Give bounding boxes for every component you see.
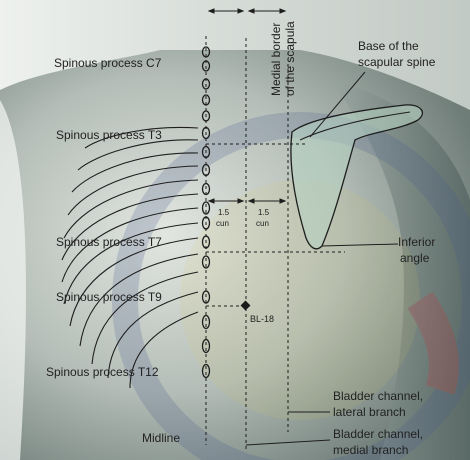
- label-measure-left-unit: cun: [216, 219, 229, 228]
- label-lateral-branch-1: Bladder channel,: [333, 389, 423, 403]
- label-base-spine-1: Base of the: [358, 39, 419, 53]
- label-spinous-c7: Spinous process C7: [54, 56, 162, 70]
- label-measure-right-value: 1.5: [258, 208, 270, 217]
- label-lateral-branch-2: lateral branch: [333, 405, 406, 419]
- label-medial-border-1: Medial border: [269, 23, 283, 96]
- label-medial-border-2: of the scapula: [283, 21, 297, 96]
- label-spinous-t3: Spinous process T3: [56, 128, 162, 142]
- label-inferior-2: angle: [400, 251, 430, 265]
- label-medial-branch-2: medial branch: [333, 443, 408, 457]
- label-medial-branch-1: Bladder channel,: [333, 427, 423, 441]
- label-spinous-t9: Spinous process T9: [56, 290, 162, 304]
- label-base-spine-2: scapular spine: [358, 55, 436, 69]
- label-spinous-t12: Spinous process T12: [46, 365, 159, 379]
- label-spinous-t7: Spinous process T7: [56, 235, 162, 249]
- label-midline: Midline: [142, 431, 180, 445]
- label-measure-right-unit: cun: [256, 219, 269, 228]
- label-bl-18: BL-18: [250, 314, 274, 324]
- label-measure-left-value: 1.5: [218, 208, 230, 217]
- label-inferior-1: Inferior: [398, 235, 435, 249]
